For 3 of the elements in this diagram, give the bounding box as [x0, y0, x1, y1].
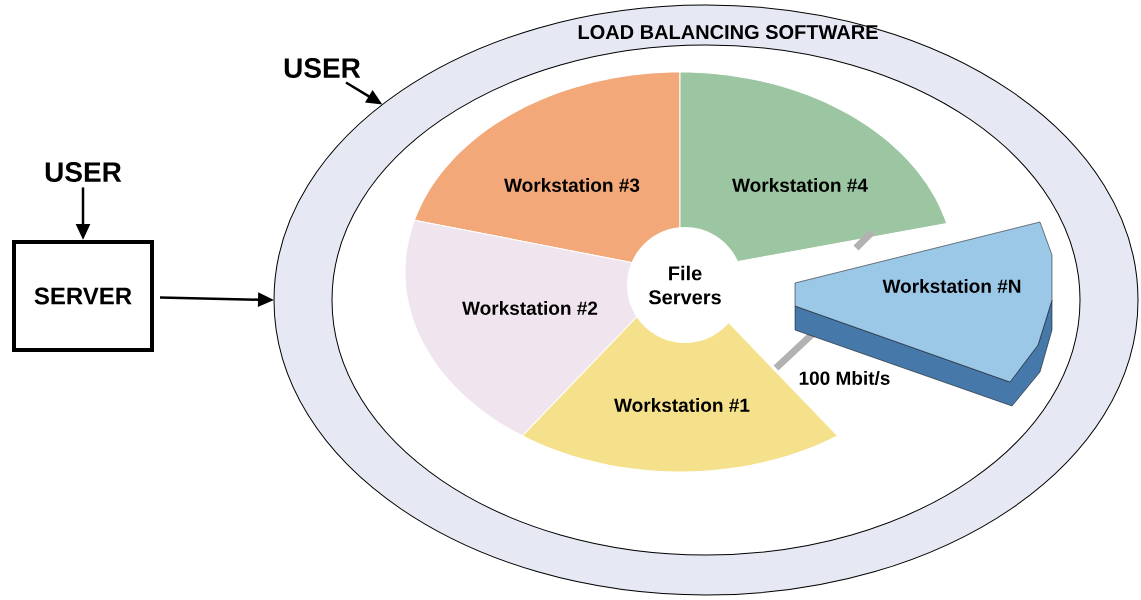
user-label: USER [284, 58, 361, 78]
server-box: SERVER [12, 240, 154, 352]
user-label: USER [45, 162, 122, 182]
